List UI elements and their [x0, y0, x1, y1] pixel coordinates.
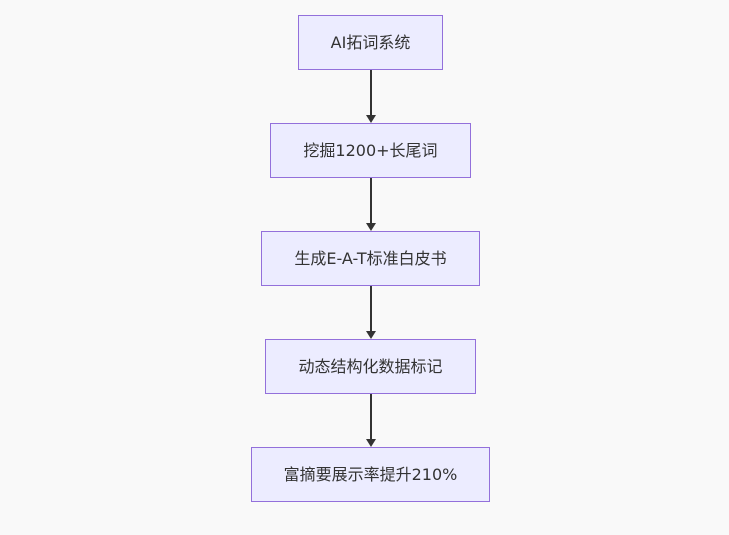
arrow-line — [369, 286, 372, 331]
arrowhead-down-icon — [365, 439, 376, 447]
arrowhead-down-icon — [365, 223, 376, 231]
flowchart-diagram: AI拓词系统 挖掘1200+长尾词 生成E-A-T标准白皮书 动态结构化数据标记… — [6, 0, 729, 535]
arrowhead-down-icon — [365, 115, 376, 123]
flow-arrow-3 — [365, 286, 376, 339]
arrow-line — [369, 394, 372, 439]
node-label: AI拓词系统 — [330, 33, 411, 52]
arrowhead-down-icon — [365, 331, 376, 339]
flowchart-node-ai-word-system: AI拓词系统 — [297, 15, 444, 70]
arrow-line — [369, 178, 372, 223]
node-label: 挖掘1200+长尾词 — [303, 141, 438, 160]
node-label: 生成E-A-T标准白皮书 — [294, 249, 447, 268]
flow-arrow-2 — [365, 178, 376, 231]
node-label: 富摘要展示率提升210% — [283, 465, 458, 484]
flow-arrow-1 — [365, 70, 376, 123]
flowchart-node-eat-whitepaper: 生成E-A-T标准白皮书 — [261, 231, 480, 286]
flowchart-node-rich-snippet-result: 富摘要展示率提升210% — [250, 447, 491, 502]
flowchart-node-structured-data: 动态结构化数据标记 — [265, 339, 476, 394]
node-label: 动态结构化数据标记 — [298, 357, 443, 376]
flowchart-node-longtail-mining: 挖掘1200+长尾词 — [270, 123, 471, 178]
arrow-line — [369, 70, 372, 115]
flow-arrow-4 — [365, 394, 376, 447]
